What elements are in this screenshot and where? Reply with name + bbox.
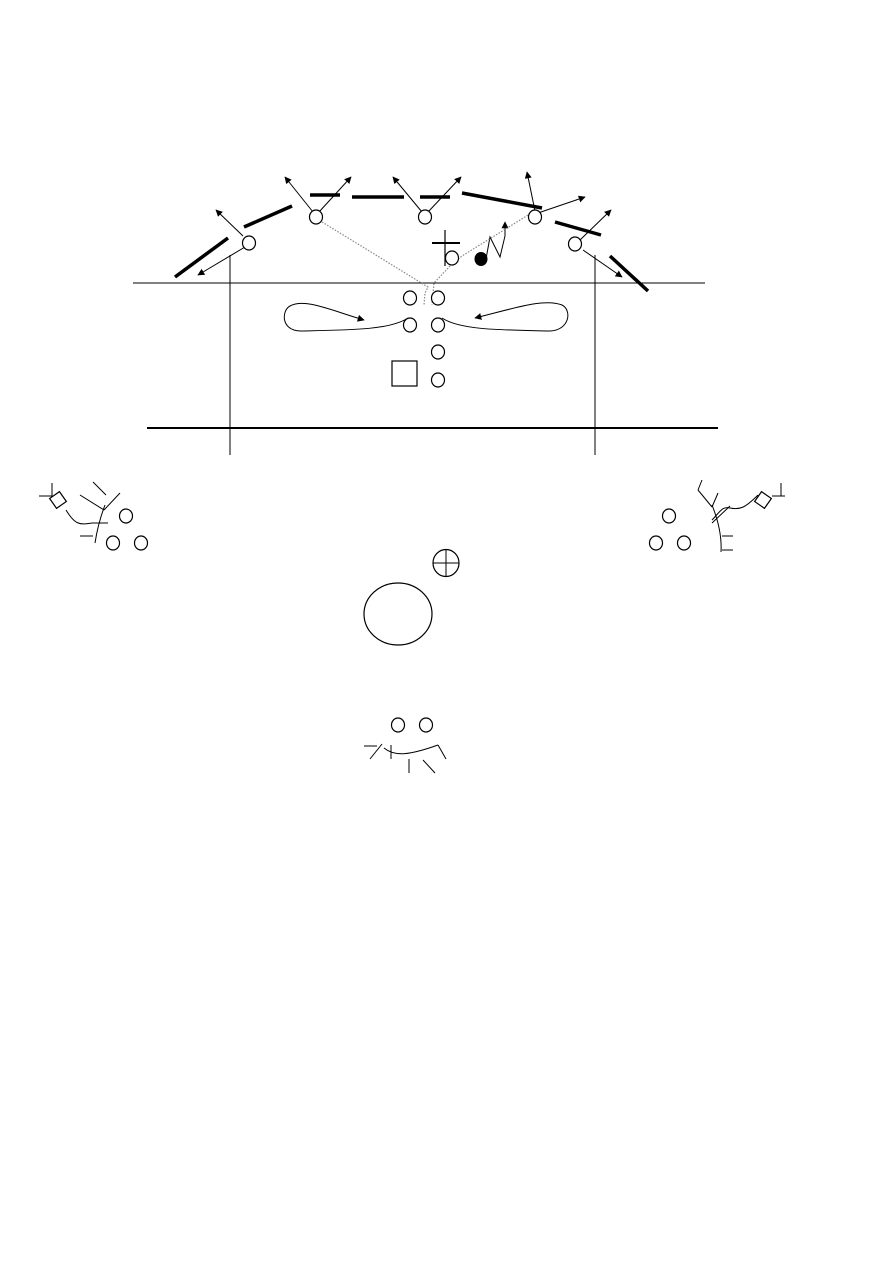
right-station — [648, 479, 785, 553]
loop-routes — [283, 302, 569, 332]
field-lines — [133, 255, 718, 455]
dotted-routes — [321, 211, 534, 306]
coach-square-icon — [391, 360, 418, 387]
plus-marker — [432, 230, 460, 266]
route-arrows — [197, 171, 623, 278]
players — [241, 209, 583, 388]
player-filled-icon — [474, 252, 488, 266]
left-station — [39, 481, 149, 551]
defense-bars — [173, 191, 650, 293]
crossed-circle-icon — [432, 548, 460, 578]
large-circle — [363, 582, 433, 646]
bottom-station — [364, 717, 447, 774]
